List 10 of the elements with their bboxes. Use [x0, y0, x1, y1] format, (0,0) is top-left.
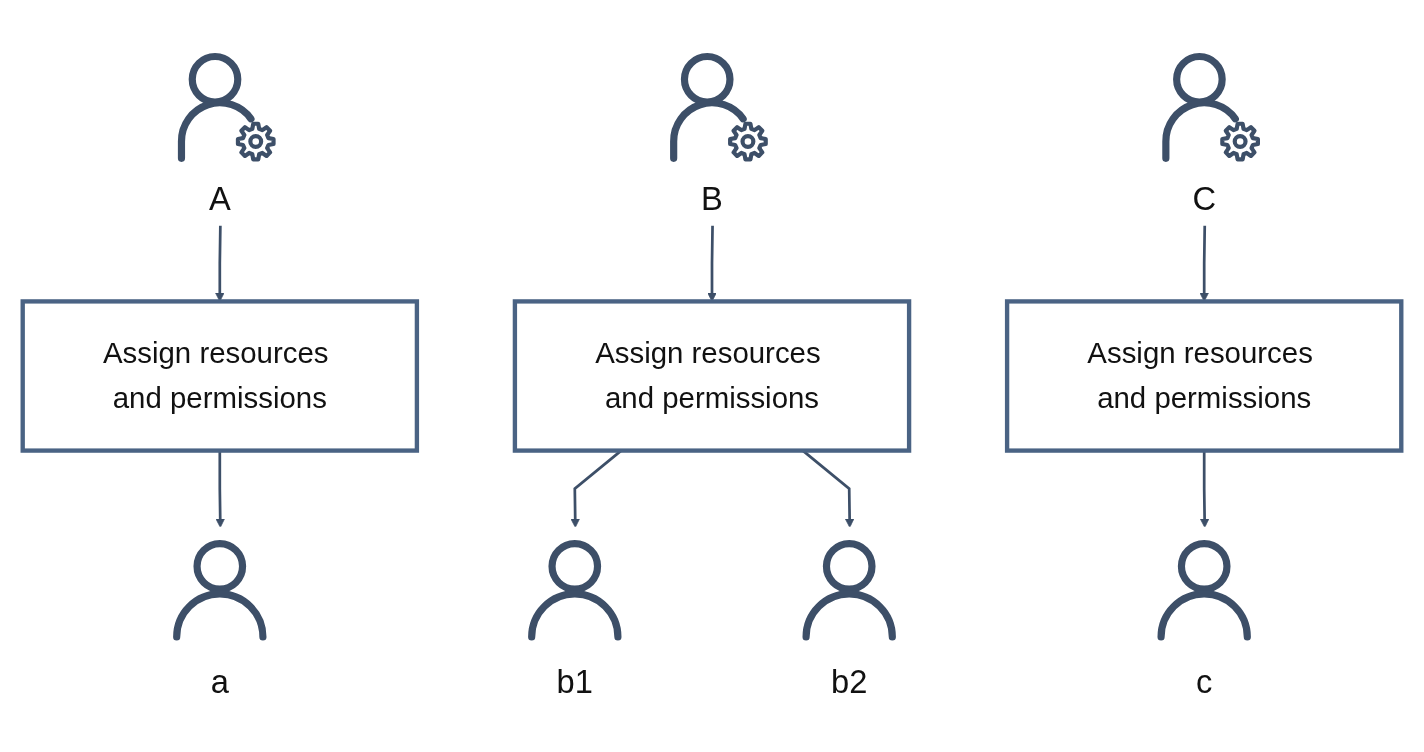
node-box: Assign resources and permissions	[512, 299, 912, 453]
node-label: B	[701, 180, 723, 217]
node-label: a	[210, 664, 229, 700]
node-label: c	[1196, 664, 1213, 700]
node-label: C	[1192, 180, 1216, 217]
node-label: b1	[556, 664, 593, 700]
node-box: Assign resources and permissions	[20, 299, 420, 453]
node-label: A	[208, 180, 231, 217]
node-box: Assign resources and permissions	[1004, 299, 1404, 453]
node-label: b2	[831, 664, 868, 700]
